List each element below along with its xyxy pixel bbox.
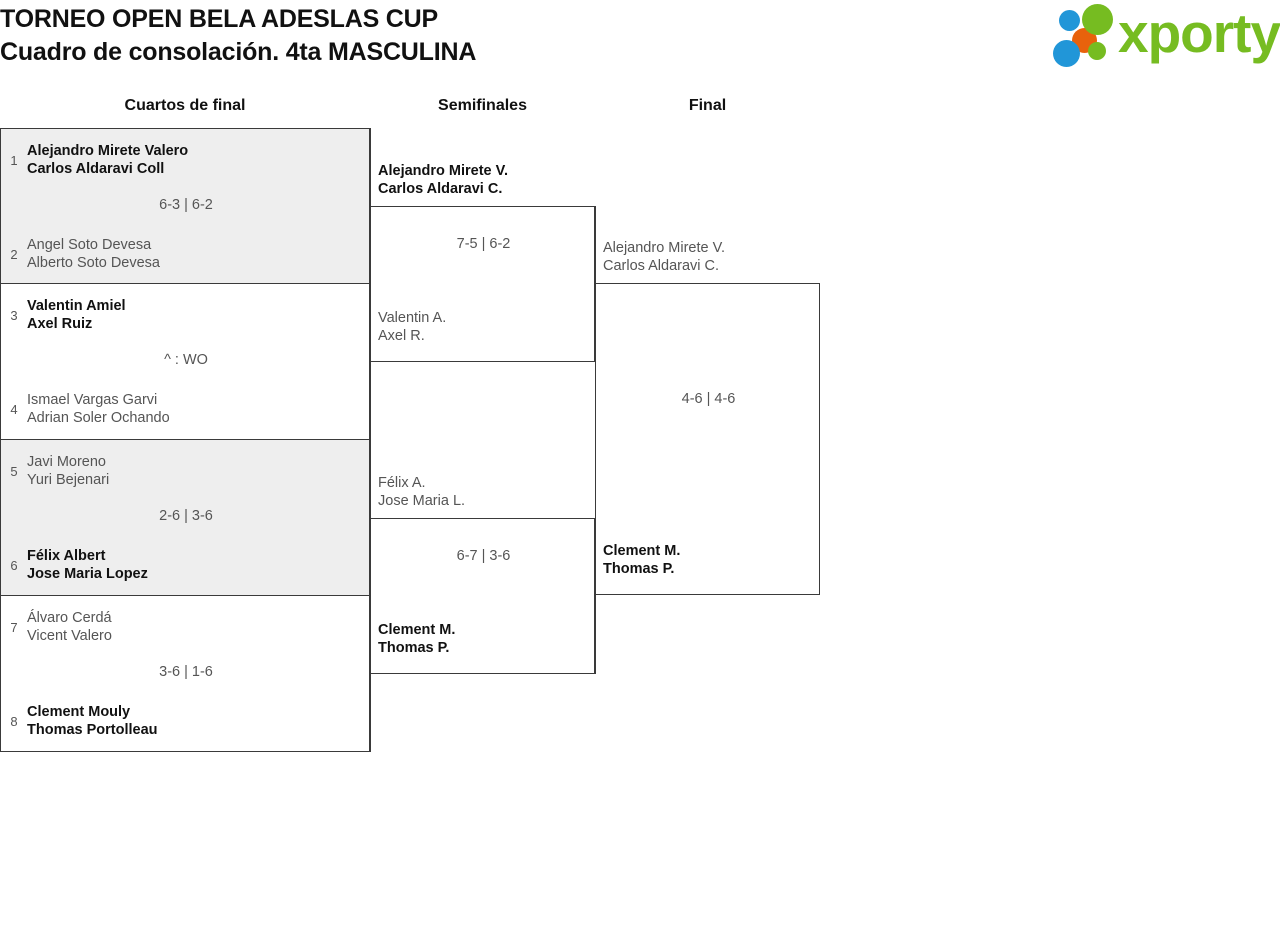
team-names: Alejandro Mirete Valero Carlos Aldaravi …: [27, 142, 188, 178]
player-name-1: Angel Soto Devesa: [27, 237, 152, 253]
seed-number: 5: [10, 463, 18, 479]
match-quarterfinal-4[interactable]: 7 Álvaro Cerdá Vicent Valero 3-6 | 1-6 8…: [0, 596, 370, 752]
team-names: Javi Moreno Yuri Bejenari: [27, 453, 109, 489]
seed-number: 8: [10, 713, 18, 729]
player-name-2: Yuri Bejenari: [27, 472, 110, 488]
logo-dot-green-large-icon: [1082, 4, 1113, 35]
player-name-1: Alejandro Mirete Valero: [27, 143, 189, 159]
team-names: Clement M. Thomas P.: [378, 621, 455, 657]
match-slot-bottom: 4 Ismael Vargas Garvi Adrian Soler Ochan…: [1, 386, 371, 432]
match-slot-top: 1 Alejandro Mirete Valero Carlos Aldarav…: [1, 137, 371, 183]
match-score: 7-5 | 6-2: [456, 236, 511, 252]
player-name-2: Thomas P.: [378, 640, 450, 656]
team-names: Ismael Vargas Garvi Adrian Soler Ochando: [27, 391, 170, 427]
player-name-2: Vicent Valero: [27, 628, 112, 644]
player-name-1: Javi Moreno: [27, 454, 106, 470]
team-names: Valentin A. Axel R.: [378, 309, 446, 345]
team-names: Clement M. Thomas P.: [603, 542, 680, 578]
match-final[interactable]: Alejandro Mirete V. Carlos Aldaravi C. 4…: [595, 240, 821, 595]
match-score: 3-6 | 1-6: [159, 664, 213, 680]
player-name-2: Thomas P.: [603, 561, 675, 577]
player-name-2: Carlos Aldaravi C.: [378, 181, 503, 197]
connector-line: [370, 128, 371, 206]
match-slot-bottom: 2 Angel Soto Devesa Alberto Soto Devesa: [1, 231, 371, 277]
player-name-1: Clement M.: [603, 543, 681, 559]
match-slot-bottom: 6 Félix Albert Jose Maria Lopez: [1, 542, 371, 588]
seed-number: 1: [10, 152, 18, 168]
connector-line: [595, 595, 596, 674]
player-name-1: Álvaro Cerdá: [27, 610, 112, 626]
player-name-1: Félix Albert: [27, 548, 106, 564]
connector-line: [370, 362, 371, 518]
page-title: TORNEO OPEN BELA ADESLAS CUP Cuadro de c…: [0, 3, 476, 69]
seed-number: 2: [10, 246, 18, 262]
seed-number: 3: [10, 307, 18, 323]
match-score: 4-6 | 4-6: [681, 391, 736, 407]
bracket-subtitle: Cuadro de consolación. 4ta MASCULINA: [0, 38, 477, 66]
connector-line: [370, 674, 371, 752]
logo-dot-green-small-icon: [1088, 42, 1106, 60]
player-name-2: Adrian Soler Ochando: [27, 410, 170, 426]
player-name-1: Clement M.: [378, 622, 456, 638]
player-name-2: Carlos Aldaravi Coll: [27, 161, 165, 177]
match-score: 2-6 | 3-6: [159, 508, 213, 524]
seed-number: 6: [10, 557, 18, 573]
team-names: Álvaro Cerdá Vicent Valero: [27, 609, 112, 645]
player-name-1: Valentin Amiel: [27, 298, 126, 314]
logo-dots-icon: [1051, 4, 1125, 67]
match-slot-top: 5 Javi Moreno Yuri Bejenari: [1, 448, 371, 494]
team-names: Alejandro Mirete V. Carlos Aldaravi C.: [603, 239, 725, 275]
match-slot-bottom: 8 Clement Mouly Thomas Portolleau: [1, 698, 371, 744]
team-names: Angel Soto Devesa Alberto Soto Devesa: [27, 236, 160, 272]
match-slot-bottom: Clement M. Thomas P.: [603, 539, 821, 581]
match-slot-top: Alejandro Mirete V. Carlos Aldaravi C.: [378, 159, 596, 201]
logo-dot-blue-large-icon: [1053, 40, 1080, 67]
player-name-2: Carlos Aldaravi C.: [603, 258, 720, 274]
round-header-semifinals: Semifinales: [438, 97, 527, 114]
player-name-1: Clement Mouly: [27, 704, 131, 720]
match-semifinal-1[interactable]: Alejandro Mirete V. Carlos Aldaravi C. 7…: [370, 163, 596, 362]
player-name-2: Alberto Soto Devesa: [27, 255, 160, 271]
connector-line: [595, 206, 596, 284]
player-name-2: Axel Ruiz: [27, 316, 93, 332]
tournament-name: TORNEO OPEN BELA ADESLAS CUP: [0, 5, 438, 33]
player-name-2: Thomas Portolleau: [27, 722, 158, 738]
player-name-1: Alejandro Mirete V.: [378, 163, 509, 179]
team-names: Félix A. Jose Maria L.: [378, 474, 465, 510]
match-score: ^ : WO: [164, 352, 208, 368]
team-names: Valentin Amiel Axel Ruiz: [27, 297, 126, 333]
player-name-2: Jose Maria L.: [378, 493, 466, 509]
logo-dot-blue-small-icon: [1059, 10, 1080, 31]
logo-wordmark: xporty: [1118, 2, 1280, 64]
match-slot-top: 7 Álvaro Cerdá Vicent Valero: [1, 604, 371, 650]
player-name-1: Alejandro Mirete V.: [603, 240, 725, 256]
round-header-final: Final: [688, 97, 727, 114]
match-slot-bottom: Clement M. Thomas P.: [378, 618, 596, 660]
player-name-1: Ismael Vargas Garvi: [27, 392, 158, 408]
player-name-1: Félix A.: [378, 475, 426, 491]
round-header-quarterfinals: Cuartos de final: [124, 97, 246, 114]
team-names: Clement Mouly Thomas Portolleau: [27, 703, 158, 739]
page-header: TORNEO OPEN BELA ADESLAS CUP Cuadro de c…: [0, 0, 1280, 86]
match-quarterfinal-2[interactable]: 3 Valentin Amiel Axel Ruiz ^ : WO 4 Isma…: [0, 284, 370, 440]
match-quarterfinal-1[interactable]: 1 Alejandro Mirete Valero Carlos Aldarav…: [0, 128, 370, 284]
match-slot-top: 3 Valentin Amiel Axel Ruiz: [1, 292, 371, 338]
match-score: 6-3 | 6-2: [159, 197, 213, 213]
team-names: Félix Albert Jose Maria Lopez: [27, 547, 148, 583]
seed-number: 4: [10, 401, 18, 417]
player-name-2: Axel R.: [378, 328, 425, 344]
player-name-2: Jose Maria Lopez: [27, 566, 148, 582]
match-semifinal-2[interactable]: Félix A. Jose Maria L. 6-7 | 3-6 Clement…: [370, 475, 596, 674]
match-slot-top: Alejandro Mirete V. Carlos Aldaravi C.: [603, 236, 821, 278]
xporty-logo[interactable]: xporty: [1051, 2, 1280, 68]
match-slot-top: Félix A. Jose Maria L.: [378, 471, 596, 513]
team-names: Alejandro Mirete V. Carlos Aldaravi C.: [378, 162, 508, 198]
match-quarterfinal-3[interactable]: 5 Javi Moreno Yuri Bejenari 2-6 | 3-6 6 …: [0, 440, 370, 596]
player-name-1: Valentin A.: [378, 310, 447, 326]
match-score: 6-7 | 3-6: [456, 548, 511, 564]
seed-number: 7: [10, 619, 18, 635]
match-slot-bottom: Valentin A. Axel R.: [378, 306, 596, 348]
